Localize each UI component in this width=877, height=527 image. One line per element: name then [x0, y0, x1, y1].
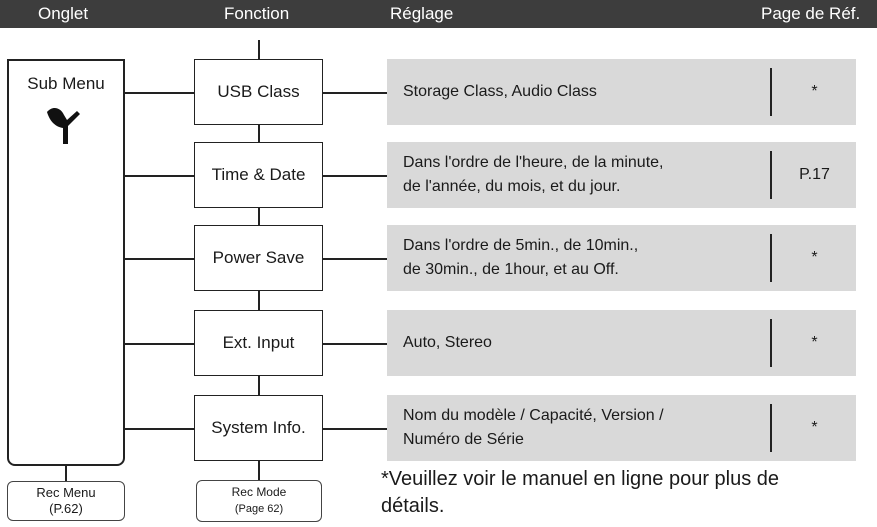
- setting-row-system-info: Nom du modèle / Capacité, Version / Numé…: [387, 395, 856, 461]
- connector-line: [125, 92, 194, 94]
- connector-line: [323, 92, 387, 94]
- divider: [770, 234, 772, 282]
- sub-menu-label: Sub Menu: [27, 74, 105, 93]
- connector-line: [323, 428, 387, 430]
- connector-line: [258, 376, 260, 395]
- function-power-save[interactable]: Power Save: [194, 225, 323, 291]
- header-bar: [0, 0, 877, 28]
- column-header-tab: Onglet: [38, 4, 89, 23]
- setting-row-time-date: Dans l'ordre de l'heure, de la minute, d…: [387, 142, 856, 208]
- setting-text: Dans l'ordre de l'heure, de la minute, d…: [403, 154, 664, 195]
- rec-mode-label: Rec Mode: [231, 485, 287, 499]
- rec-mode-page: (Page 62): [234, 503, 284, 515]
- connector-line: [258, 208, 260, 225]
- connector-line: [125, 175, 194, 177]
- wrench-icon: [47, 108, 80, 144]
- page-ref: *: [811, 419, 818, 436]
- rec-menu-label: Rec Menu: [36, 485, 96, 500]
- connector-line: [258, 40, 260, 59]
- function-time-date[interactable]: Time & Date: [194, 142, 323, 208]
- page-ref: *: [811, 249, 818, 266]
- connector-line: [323, 175, 387, 177]
- connector-line: [258, 125, 260, 142]
- connector-line: [258, 291, 260, 310]
- setting-row-ext-input: Auto, Stereo *: [387, 310, 856, 376]
- setting-text: Auto, Stereo: [403, 334, 492, 351]
- column-header-setting: Réglage: [390, 4, 454, 23]
- setting-text: Nom du modèle / Capacité, Version / Numé…: [403, 407, 664, 448]
- divider: [770, 151, 772, 199]
- connector-line: [323, 343, 387, 345]
- footnote: *Veuillez voir le manuel en ligne pour p…: [381, 468, 780, 517]
- page-ref: P.17: [799, 166, 830, 183]
- setting-row-usb-class: Storage Class, Audio Class *: [387, 59, 856, 125]
- connector-line: [125, 343, 194, 345]
- rec-mode-button[interactable]: Rec Mode (Page 62): [196, 480, 322, 522]
- divider: [770, 404, 772, 452]
- setting-text: Storage Class, Audio Class: [403, 83, 597, 100]
- rec-menu-button[interactable]: Rec Menu (P.62): [7, 481, 125, 521]
- setting-text: Dans l'ordre de 5min., de 10min., de 30m…: [403, 237, 639, 278]
- page-ref: *: [811, 334, 818, 351]
- function-ext-input[interactable]: Ext. Input: [194, 310, 323, 376]
- connector-line: [323, 258, 387, 260]
- connector-line: [125, 258, 194, 260]
- column-header-function: Fonction: [224, 4, 290, 23]
- setting-row-power-save: Dans l'ordre de 5min., de 10min., de 30m…: [387, 225, 856, 291]
- column-header-ref: Page de Réf.: [761, 4, 861, 23]
- page-ref: *: [811, 83, 818, 100]
- divider: [770, 319, 772, 367]
- function-usb-class[interactable]: USB Class: [194, 59, 323, 125]
- connector-line: [125, 428, 194, 430]
- rec-menu-page: (P.62): [49, 501, 83, 516]
- connector-line: [258, 461, 260, 480]
- function-system-info[interactable]: System Info.: [194, 395, 323, 461]
- divider: [770, 68, 772, 116]
- connector-line: [65, 466, 67, 482]
